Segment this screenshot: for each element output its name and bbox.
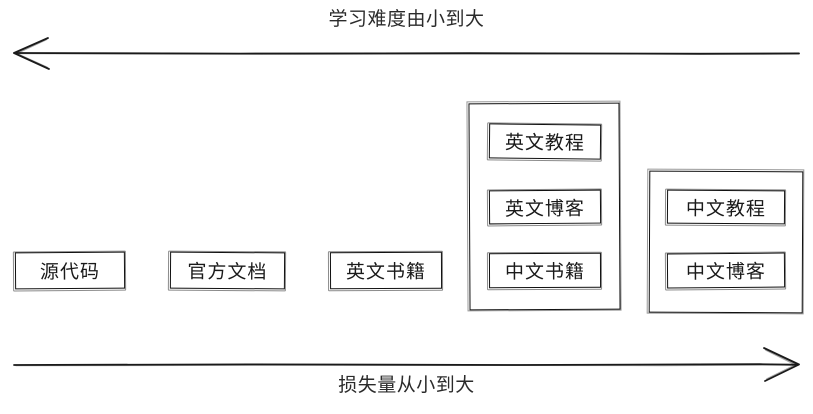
node-chinese-books-label: 中文书籍 — [504, 260, 586, 284]
node-english-books[interactable]: 英文书籍 — [329, 251, 443, 290]
node-english-tutorial[interactable]: 英文教程 — [488, 123, 602, 160]
node-chinese-blog-label: 中文博客 — [685, 260, 767, 284]
node-chinese-tutorial-label: 中文教程 — [685, 197, 767, 220]
node-source-code-label: 源代码 — [39, 260, 101, 284]
node-english-tutorial-label: 英文教程 — [504, 131, 586, 155]
node-english-blog-label: 英文博客 — [504, 197, 586, 220]
node-chinese-books[interactable]: 中文书籍 — [488, 252, 602, 289]
node-official-docs-label: 官方文档 — [187, 260, 268, 284]
node-official-docs[interactable]: 官方文档 — [169, 251, 286, 290]
node-english-books-label: 英文书籍 — [345, 260, 427, 284]
difficulty-arrow-line — [13, 52, 800, 55]
loss-arrow-line — [13, 363, 799, 367]
node-english-blog[interactable]: 英文博客 — [488, 189, 602, 225]
loss-axis-label: 损失量从小到大 — [338, 374, 475, 396]
difficulty-arrow-head — [13, 37, 50, 70]
node-chinese-blog[interactable]: 中文博客 — [666, 252, 786, 289]
difficulty-axis-label: 学习难度由小到大 — [328, 8, 485, 30]
node-chinese-tutorial[interactable]: 中文教程 — [666, 189, 786, 225]
node-source-code[interactable]: 源代码 — [14, 251, 126, 290]
